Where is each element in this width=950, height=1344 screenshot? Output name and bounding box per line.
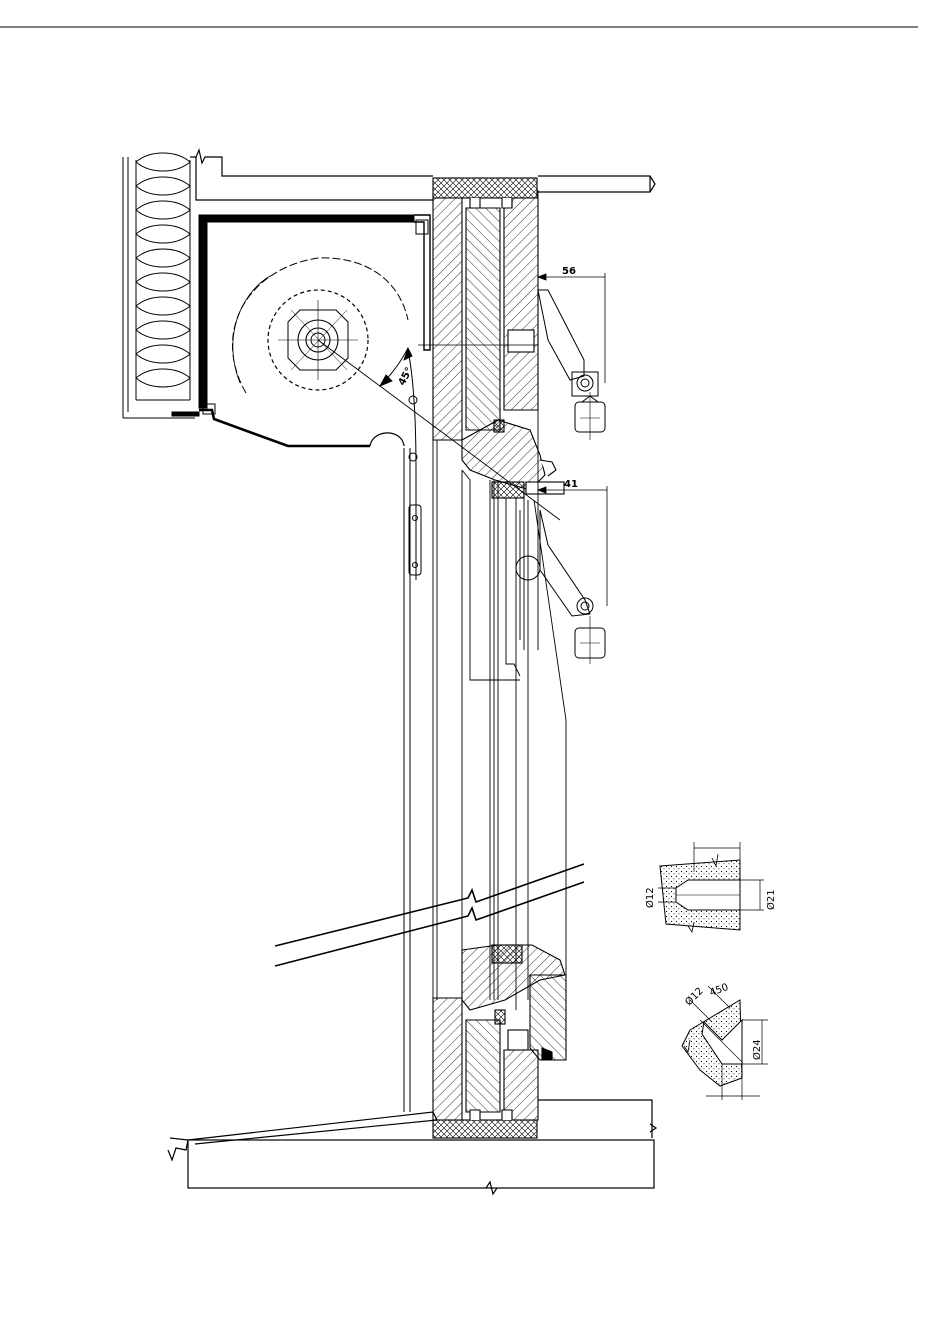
wall-insulation bbox=[123, 153, 195, 418]
detail2-dia24-label: Ø24 bbox=[751, 1039, 763, 1060]
window-sill bbox=[168, 1100, 656, 1194]
shutter-curtain bbox=[404, 350, 421, 1112]
window-frame-top bbox=[433, 178, 538, 440]
detail1-dia21-label: Ø21 bbox=[765, 889, 777, 910]
detail2-dia12-label: Ø12 bbox=[683, 985, 706, 1008]
lower-hinge bbox=[516, 510, 605, 664]
dim-41-label: 41 bbox=[564, 479, 578, 490]
detail1-dia12-label: Ø12 bbox=[644, 887, 656, 908]
window-frame-bottom bbox=[433, 945, 566, 1138]
detail2-angle-label: 450 bbox=[708, 982, 730, 999]
tilted-sash bbox=[462, 470, 566, 1010]
lintel bbox=[190, 150, 655, 200]
detail-bore-straight bbox=[658, 842, 764, 932]
roller-drum bbox=[232, 258, 408, 393]
sash-transom bbox=[462, 420, 564, 498]
dim-56-label: 56 bbox=[562, 266, 576, 277]
upper-hinge bbox=[538, 290, 605, 440]
